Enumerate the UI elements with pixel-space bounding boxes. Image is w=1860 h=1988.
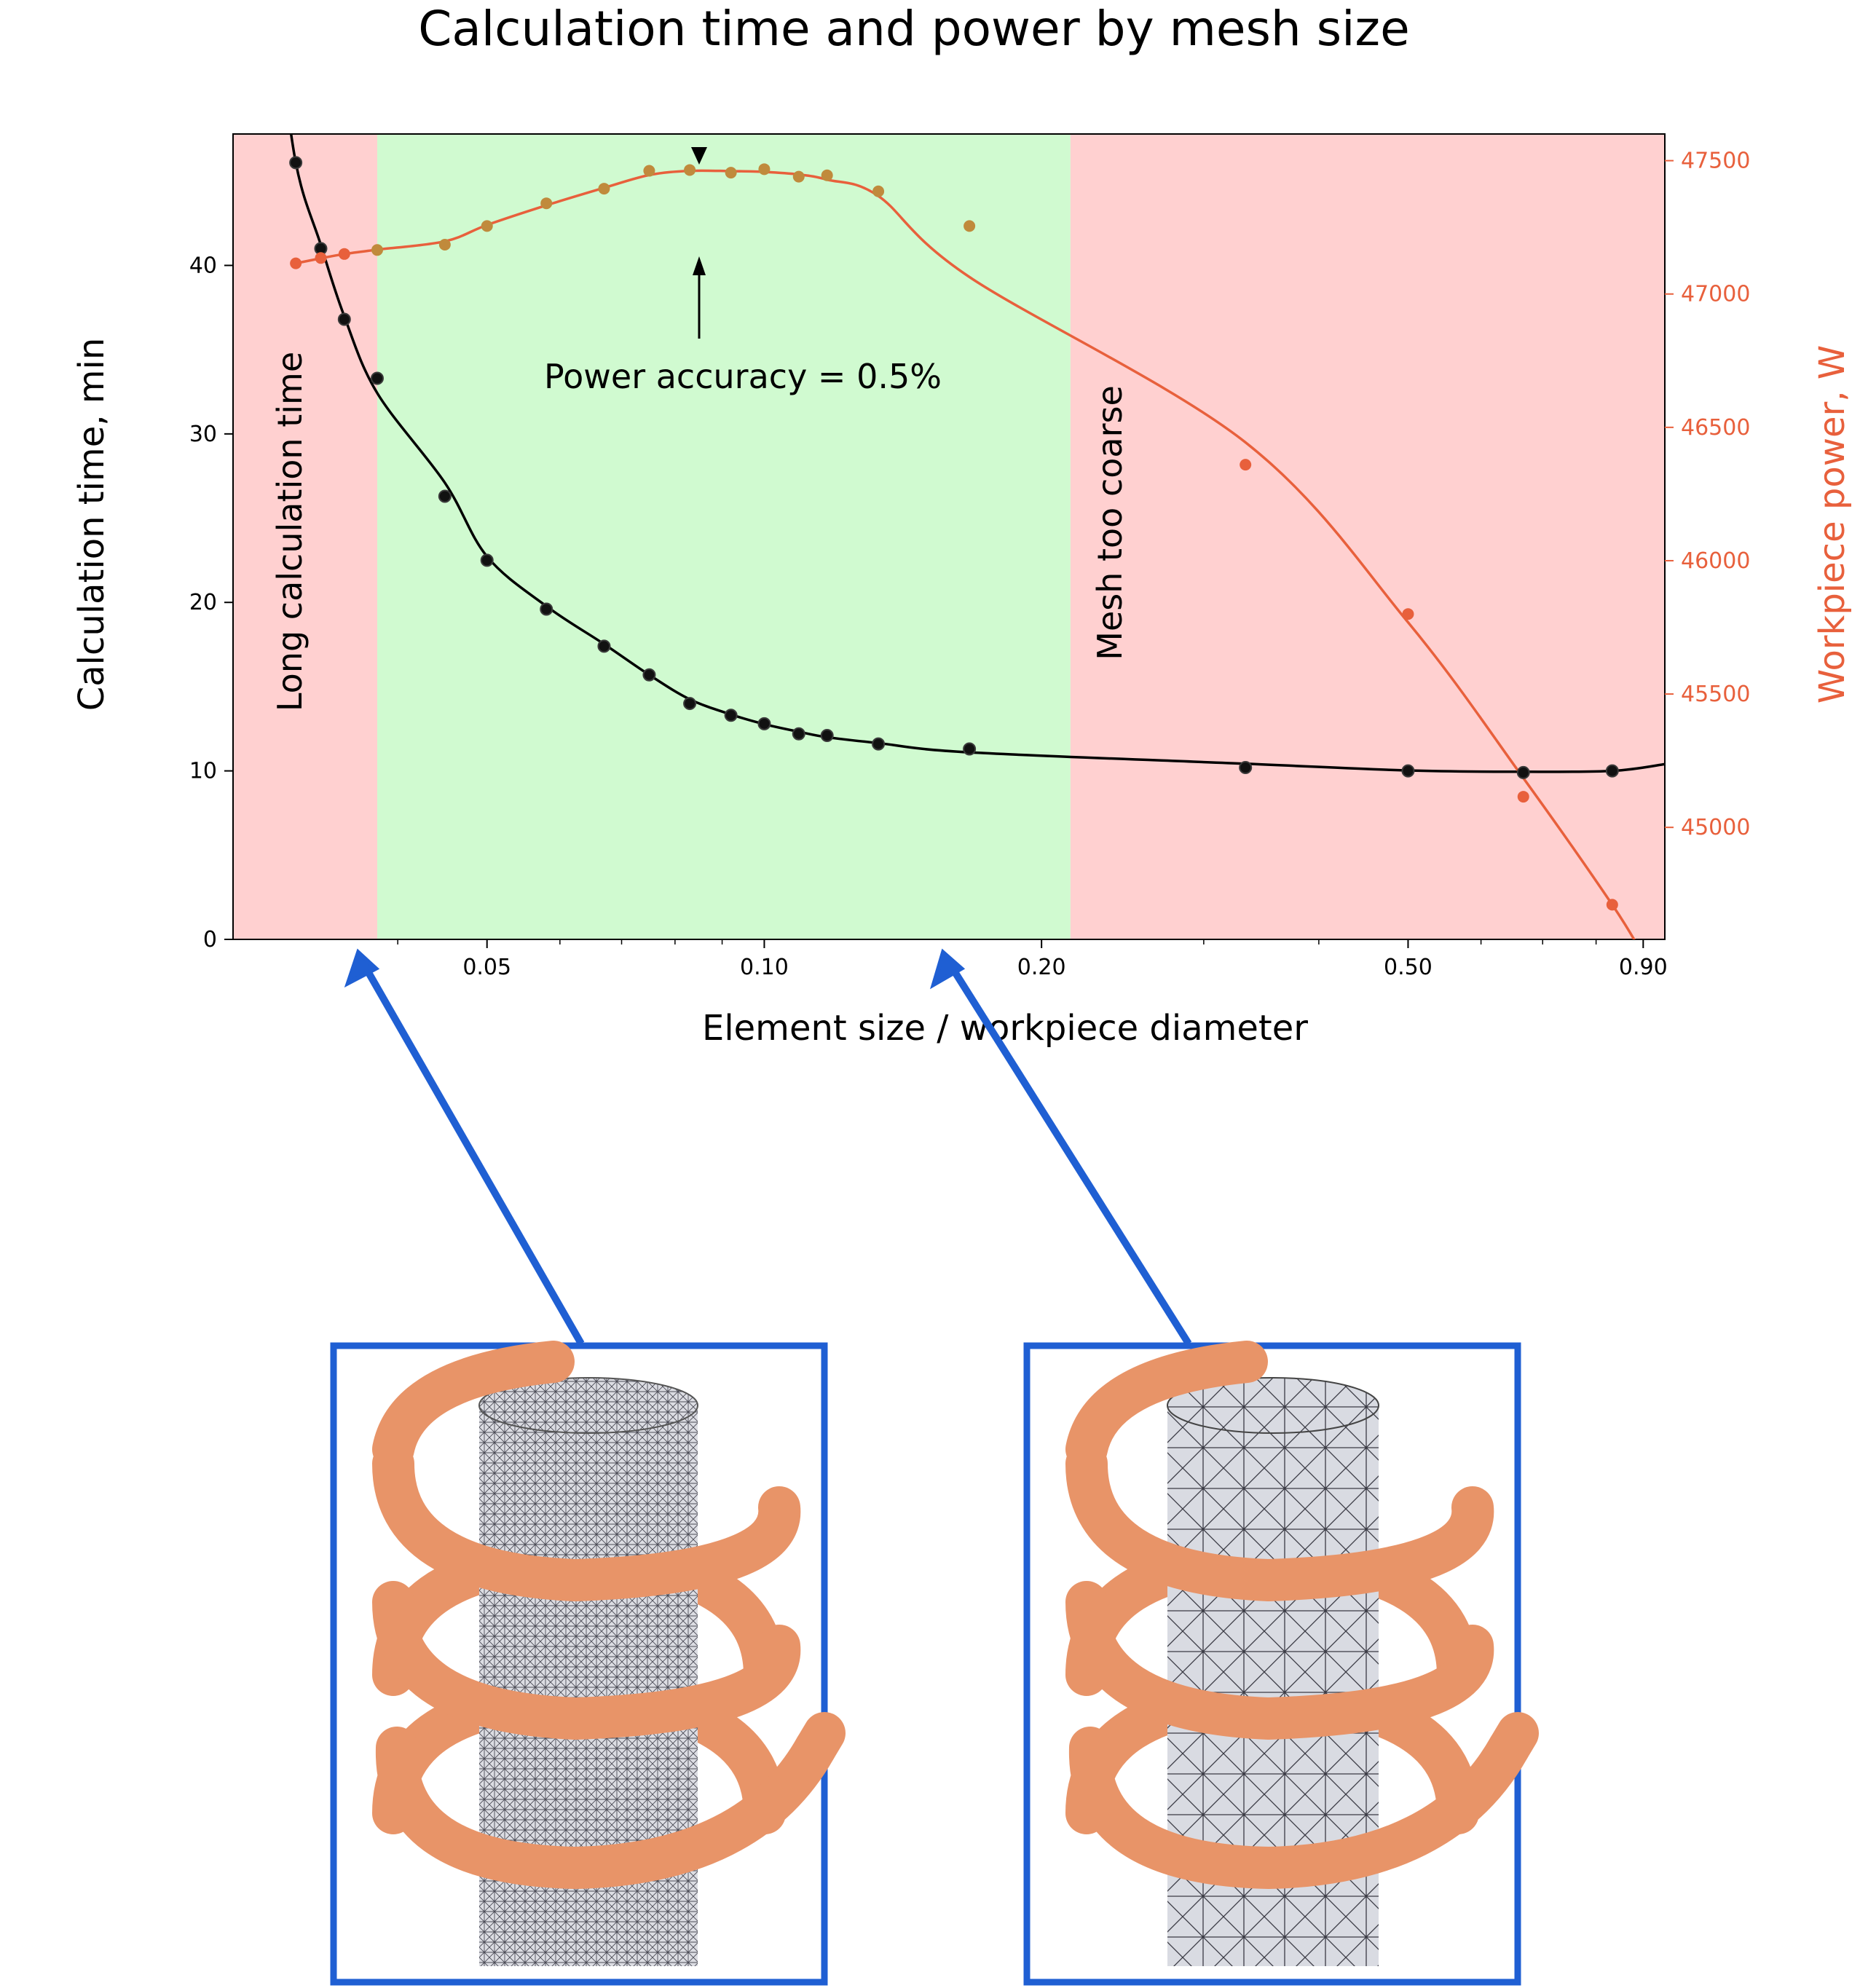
axis-ticks: 0.05 0.10 0.20 0.50 0.90 0 10 20 30 40 45000 45500 4… [189,149,1751,980]
region-label-long: Long calculation time [270,352,310,711]
region-1 [377,134,1071,939]
time-point [1605,764,1619,778]
power-point [872,185,885,197]
time-point [540,602,553,616]
time-fit-line [289,134,1665,773]
power-point [1240,459,1252,471]
power-point [540,197,553,210]
region-2 [1070,134,1665,939]
x-axis-label: Element size / workpiece diameter [702,1008,1308,1049]
power-point [315,252,327,264]
time-point [438,489,452,503]
y-right-tick-label: 47500 [1681,149,1750,174]
background-regions [233,134,1665,939]
power-point [964,220,976,232]
time-point [480,553,494,567]
time-point [289,156,303,170]
y-tick-label: 30 [189,422,217,447]
power-point [643,165,655,177]
x-tick-label: 0.10 [740,955,789,980]
y-tick-label: 0 [203,927,217,952]
y-right-tick-label: 47000 [1681,282,1750,307]
time-point [597,639,611,653]
time-point [683,697,697,711]
time-point [1401,764,1415,778]
power-point [792,170,805,183]
y-right-tick-label: 46000 [1681,548,1750,574]
power-point [1402,608,1414,620]
y-tick-label: 10 [189,759,217,784]
power-point [598,183,610,195]
power-point [481,220,493,232]
time-point [642,668,656,682]
y-right-tick-label: 45000 [1681,815,1750,840]
fine-mesh-inset [330,1341,846,1986]
time-point [370,371,384,385]
power-point [684,164,696,176]
y-axis-label: Calculation time, min [71,338,112,711]
power-point [1517,791,1529,803]
time-point [1516,765,1530,779]
power-point [821,169,833,181]
annotation-arrows [691,147,707,339]
region-0 [233,134,377,939]
power-point [758,163,771,175]
x-tick-label: 0.50 [1384,955,1433,980]
time-point [820,729,834,743]
region-label-coarse: Mesh too coarse [1090,385,1130,660]
time-point [757,717,771,730]
time-point [792,727,805,741]
x-tick-label: 0.20 [1017,955,1066,980]
power-point [1606,899,1618,911]
y-tick-label: 40 [189,253,217,278]
time-point [872,737,886,751]
y-axis-right-label: Workpiece power, W [1812,345,1853,703]
time-point [724,709,738,722]
inset-connector-arrows [344,948,1192,1346]
y-tick-label: 20 [189,590,217,615]
y-right-tick-label: 45500 [1681,682,1750,707]
time-point [337,312,351,326]
chart-title: Calculation time and power by mesh size [418,1,1409,57]
x-tick-label: 0.05 [462,955,511,980]
power-accuracy-annotation: Power accuracy = 0.5% [544,357,942,396]
data-points [289,156,1619,911]
coarse-mesh-inset [1023,1341,1539,1986]
y-right-tick-label: 46500 [1681,415,1750,441]
time-point [1239,760,1253,774]
power-point [338,248,350,260]
power-point [725,167,737,179]
time-point [963,742,977,756]
x-tick-label: 0.90 [1619,955,1668,980]
power-point [371,244,383,256]
power-point [290,257,302,269]
plot-frame [232,133,1666,940]
power-point [438,238,451,251]
